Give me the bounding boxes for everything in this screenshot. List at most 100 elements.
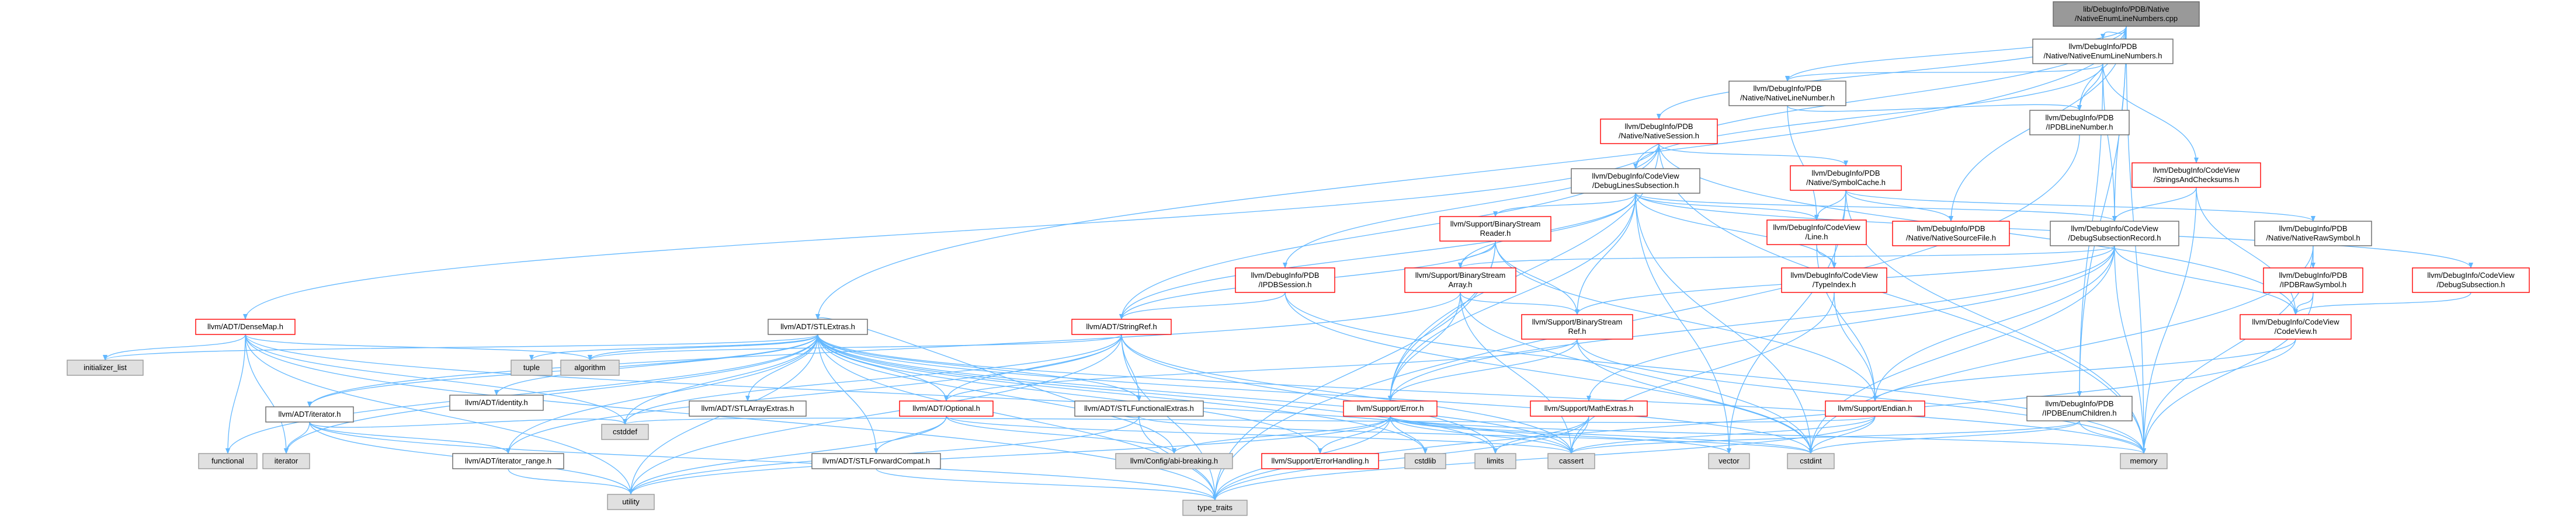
edge-root-to-ipdbenum: [2077, 26, 2127, 397]
node-debugsub[interactable]: llvm/DebugInfo/CodeView/DebugSubsection.…: [2412, 267, 2530, 293]
edge-stlextras-to-functional: [225, 334, 818, 454]
node-strchk[interactable]: llvm/DebugInfo/CodeView/StringsAndChecks…: [2131, 162, 2261, 188]
node-box-stlfwd: [811, 453, 941, 469]
node-dsrecord[interactable]: llvm/DebugInfo/CodeView/DebugSubsectionR…: [2050, 221, 2179, 246]
node-error[interactable]: llvm/Support/Error.h: [1343, 400, 1438, 417]
node-box-functional: [198, 453, 258, 469]
node-limits: limits: [1474, 453, 1516, 469]
node-label-enumln: llvm/DebugInfo/PDB: [2068, 42, 2137, 51]
node-stringref[interactable]: llvm/ADT/StringRef.h: [1071, 319, 1172, 335]
node-label-ipdbraw: /IPDBRawSymbol.h: [2280, 280, 2346, 289]
edge-nsymcache-to-cvline: [1814, 190, 1846, 221]
node-box-configabi: [1115, 453, 1233, 469]
node-stlfwd[interactable]: llvm/ADT/STLForwardCompat.h: [811, 453, 941, 469]
edge-dsrecord-to-bsarray: [1458, 245, 2115, 269]
edge-stringref-to-iterrange: [506, 334, 1122, 454]
node-box-dsrecord: [2050, 221, 2179, 246]
edge-error-to-cassert: [1390, 416, 1574, 454]
node-label-nln: llvm/DebugInfo/PDB: [1753, 84, 1821, 93]
edge-stringref-to-optional: [944, 334, 1122, 402]
edge-error-to-utility: [629, 416, 1391, 495]
node-ipdbraw[interactable]: llvm/DebugInfo/PDB/IPDBRawSymbol.h: [2263, 267, 2363, 293]
edge-bsarray-to-cassert: [1460, 292, 1574, 454]
node-label-cvline: /Line.h: [1805, 232, 1828, 241]
edge-nsession-to-nsymcache: [1658, 143, 1848, 166]
node-label-ipdbenum: llvm/DebugInfo/PDB: [2045, 399, 2113, 408]
node-dls[interactable]: llvm/DebugInfo/CodeView/DebugLinesSubsec…: [1571, 168, 1700, 194]
node-label-memory: memory: [2130, 456, 2158, 465]
node-label-stlfunc: llvm/ADT/STLFunctionalExtras.h: [1084, 404, 1194, 413]
edge-bsref-to-cstdint: [1577, 339, 1813, 454]
edge-ipdbenum-to-memory: [2079, 420, 2146, 454]
node-memory: memory: [2120, 453, 2168, 469]
node-label-bsreader: llvm/Support/BinaryStream: [1450, 219, 1541, 228]
edge-stlextras-to-algorithm: [588, 334, 818, 361]
node-optional[interactable]: llvm/ADT/Optional.h: [899, 400, 994, 417]
edge-error-to-errhandling: [1318, 416, 1391, 454]
node-stlarray[interactable]: llvm/ADT/STLArrayExtras.h: [689, 400, 807, 417]
node-ipdbln[interactable]: llvm/DebugInfo/PDB/IPDBLineNumber.h: [2029, 110, 2130, 135]
node-iterrange[interactable]: llvm/ADT/iterator_range.h: [452, 453, 564, 469]
node-ipdbsession[interactable]: llvm/DebugInfo/PDB/IPDBSession.h: [1235, 267, 1335, 293]
edge-typeindex-to-endian: [1834, 292, 1877, 402]
edge-densemap-to-initlist: [103, 334, 246, 361]
node-label-typeindex: /TypeIndex.h: [1813, 280, 1856, 289]
node-densemap[interactable]: llvm/ADT/DenseMap.h: [195, 319, 296, 335]
node-nsymcache[interactable]: llvm/DebugInfo/PDB/Native/SymbolCache.h: [1790, 165, 1902, 191]
node-nln[interactable]: llvm/DebugInfo/PDB/Native/NativeLineNumb…: [1728, 81, 1846, 106]
node-typeindex[interactable]: llvm/DebugInfo/CodeView/TypeIndex.h: [1781, 267, 1887, 293]
node-endian[interactable]: llvm/Support/Endian.h: [1825, 400, 1925, 417]
edge-stlextras-to-cstdint: [817, 334, 1813, 454]
node-cvline[interactable]: llvm/DebugInfo/CodeView/Line.h: [1766, 219, 1867, 245]
edge-strchk-to-dsrecord: [2112, 187, 2197, 222]
node-nsrcfile[interactable]: llvm/DebugInfo/PDB/Native/NativeSourceFi…: [1892, 221, 2010, 246]
node-label-iteratorstd: iterator: [275, 456, 298, 465]
edge-bsreader-to-bsref: [1495, 240, 1579, 315]
node-identity[interactable]: llvm/ADT/identity.h: [449, 395, 544, 411]
node-codeview[interactable]: llvm/DebugInfo/CodeView/CodeView.h: [2240, 314, 2352, 340]
node-nsession[interactable]: llvm/DebugInfo/PDB/Native/NativeSession.…: [1600, 118, 1718, 144]
node-stlfunc[interactable]: llvm/ADT/STLFunctionalExtras.h: [1074, 400, 1204, 417]
node-label-nrawsym: /Native/NativeRawSymbol.h: [2266, 233, 2360, 242]
node-box-mathextras: [1530, 400, 1648, 417]
node-box-algorithm: [560, 360, 620, 376]
edge-densemap-to-cstddef: [245, 334, 627, 425]
node-root[interactable]: lib/DebugInfo/PDB/Native/NativeEnumLineN…: [2053, 1, 2200, 27]
edge-error-to-cstdlib: [1390, 416, 1428, 454]
node-box-nsrcfile: [1892, 221, 2010, 246]
node-label-debugsub: llvm/DebugInfo/CodeView: [2427, 271, 2515, 280]
node-ipdbenum[interactable]: llvm/DebugInfo/PDB/IPDBEnumChildren.h: [2026, 396, 2133, 421]
node-label-stringref: llvm/ADT/StringRef.h: [1086, 322, 1157, 331]
edge-ipdbenum-to-cstdint: [1808, 420, 2080, 454]
node-box-iterrange: [452, 453, 564, 469]
node-box-enumln: [2032, 39, 2174, 64]
edge-stlextras-to-cassert: [817, 334, 1574, 454]
node-cassert: cassert: [1547, 453, 1595, 469]
node-label-bsarray: llvm/Support/BinaryStream: [1415, 271, 1506, 280]
edge-stlextras-to-errhandling: [817, 334, 1322, 454]
edge-nsession-to-memory: [1658, 143, 2146, 454]
node-box-error: [1343, 400, 1438, 417]
node-errhandling[interactable]: llvm/Support/ErrorHandling.h: [1261, 453, 1379, 469]
node-initlist: initializer_list: [67, 360, 144, 376]
node-label-nln: /Native/NativeLineNumber.h: [1740, 93, 1835, 102]
edge-nln-to-ipdbln: [1787, 104, 2082, 112]
node-box-bsreader: [1439, 216, 1551, 242]
node-typetraits: type_traits: [1182, 500, 1248, 516]
node-box-errhandling: [1261, 453, 1379, 469]
node-label-errhandling: llvm/Support/ErrorHandling.h: [1272, 456, 1369, 465]
node-label-nsession: llvm/DebugInfo/PDB: [1624, 122, 1693, 131]
node-stlextras[interactable]: llvm/ADT/STLExtras.h: [768, 319, 868, 335]
edge-dls-to-typeindex: [1635, 193, 1836, 269]
node-enumln[interactable]: llvm/DebugInfo/PDB/Native/NativeEnumLine…: [2032, 39, 2174, 64]
node-mathextras[interactable]: llvm/Support/MathExtras.h: [1530, 400, 1648, 417]
node-label-root: /NativeEnumLineNumbers.cpp: [2075, 14, 2178, 23]
node-tuple: tuple: [511, 360, 553, 376]
node-box-ipdbraw: [2263, 267, 2363, 293]
node-nrawsym[interactable]: llvm/DebugInfo/PDB/Native/NativeRawSymbo…: [2254, 221, 2372, 246]
node-iterator[interactable]: llvm/ADT/iterator.h: [265, 406, 354, 423]
edge-debugsub-to-codeview: [2293, 292, 2471, 315]
